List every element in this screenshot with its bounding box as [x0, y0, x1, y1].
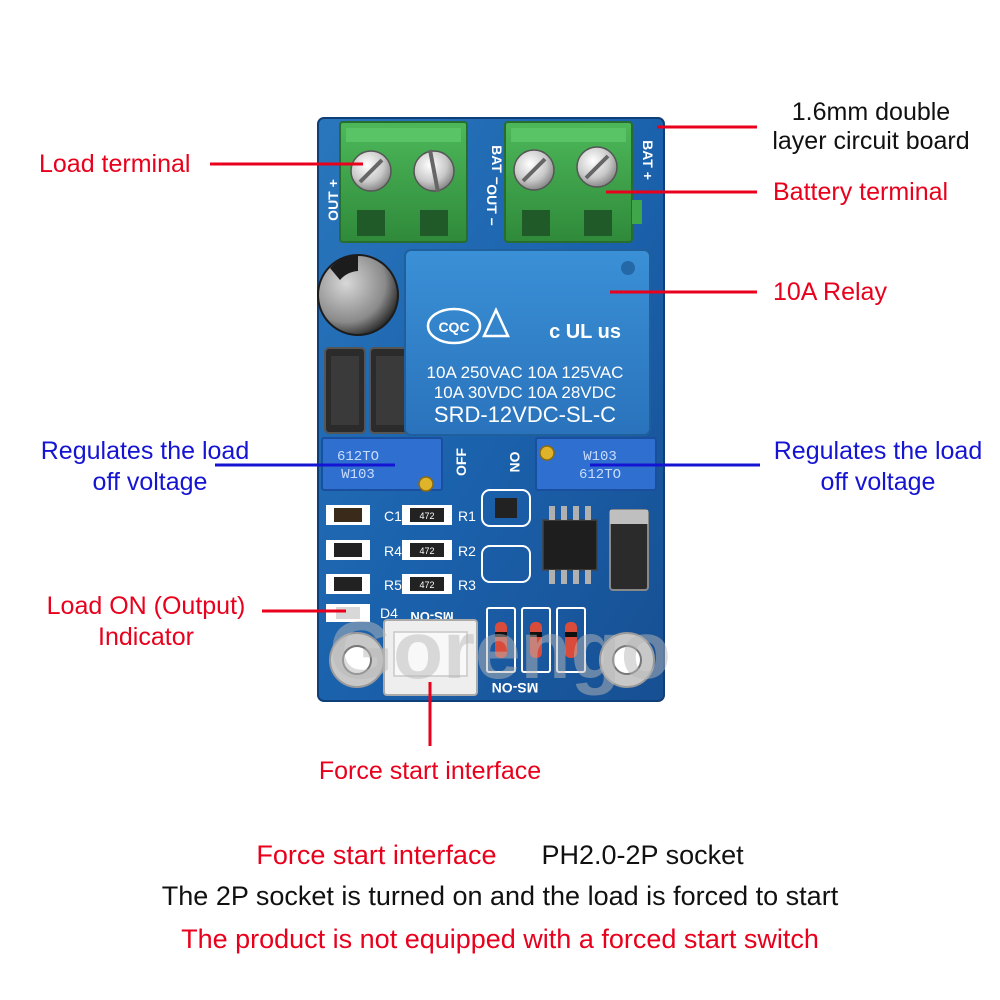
smd-diode-right — [369, 347, 411, 434]
label-force-start: Force start interface — [318, 757, 542, 785]
battery-terminal-block — [504, 121, 642, 243]
load-terminal-block — [339, 121, 468, 243]
silk-off: OFF — [453, 448, 469, 476]
footer-force-start: Force start interface — [256, 840, 497, 870]
silk-r5: R5 — [384, 577, 402, 593]
silk-on: ON — [507, 452, 523, 473]
label-load-on-line1: Load ON (Output) — [46, 592, 246, 620]
label-reg-left-line1: Regulates the load — [40, 437, 250, 465]
transistor-lower — [481, 545, 531, 583]
smd-c1 — [326, 505, 370, 525]
pot-left-code-a: 612TO — [337, 449, 379, 465]
silk-c1: C1 — [384, 508, 402, 524]
smd-diode-left — [324, 347, 366, 434]
smd-r4 — [326, 540, 370, 560]
silk-r4: R4 — [384, 543, 402, 559]
label-board-line1: 1.6mm double — [791, 98, 951, 126]
pot-right-code-b: 612TO — [579, 467, 621, 483]
silk-r1: R1 — [458, 508, 476, 524]
smd-r5 — [326, 574, 370, 594]
diode-1 — [486, 607, 516, 673]
relay-cert-ul: c UL us — [549, 321, 621, 343]
mounting-hole-right — [599, 632, 655, 688]
label-relay: 10A Relay — [773, 278, 887, 306]
label-board-line2: layer circuit board — [772, 127, 970, 155]
silk-r3: R3 — [458, 577, 476, 593]
label-load-terminal: Load terminal — [39, 150, 191, 178]
smd-diode-large — [609, 509, 649, 591]
label-reg-right-line2: off voltage — [820, 468, 936, 496]
smd-r3: 472 — [402, 574, 452, 594]
relay-cert-cqc: CQC — [438, 319, 469, 335]
smd-r2: 472 — [402, 540, 452, 560]
silk-d4: D4 — [380, 605, 398, 621]
relay-rating-line2: 10A 30VDC 10A 28VDC — [434, 383, 616, 402]
smd-r1: 472 — [402, 505, 452, 525]
res-code-r2: 472 — [419, 546, 434, 556]
pot-right-code-a: W103 — [583, 449, 617, 465]
silk-bat-minus: BAT − — [489, 145, 505, 185]
silk-ms-on-bottom: MS-ON — [492, 680, 539, 696]
transistor-upper — [481, 489, 531, 527]
silk-bat-plus: BAT + — [640, 140, 656, 180]
footer-socket-type: PH2.0-2P socket — [541, 840, 744, 870]
relay: CQC c UL us 10A 250VAC 10A 125VAC 10A 30… — [404, 249, 651, 436]
label-reg-left-line2: off voltage — [92, 468, 208, 496]
diode-2 — [521, 607, 551, 673]
footer-line2: The 2P socket is turned on and the load … — [161, 881, 839, 911]
diode-3 — [556, 607, 586, 673]
res-code-r3: 472 — [419, 580, 434, 590]
force-start-socket — [383, 619, 478, 696]
label-battery-terminal: Battery terminal — [773, 178, 949, 206]
silk-r2: R2 — [458, 543, 476, 559]
silk-out-minus: OUT − — [484, 184, 500, 226]
footer-line3: The product is not equipped with a force… — [181, 924, 819, 954]
watermark: Gorengo — [329, 605, 671, 696]
ic-chip — [542, 506, 598, 584]
footer-line1: Force start interface PH2.0-2P socket — [0, 840, 1000, 871]
pot-left-code-b: W103 — [341, 467, 375, 483]
relay-model: SRD-12VDC-SL-C — [434, 402, 616, 427]
res-code-r1: 472 — [419, 511, 434, 521]
callout-lines — [210, 125, 760, 746]
label-reg-right-line1: Regulates the load — [773, 437, 983, 465]
relay-rating-line1: 10A 250VAC 10A 125VAC — [427, 363, 624, 382]
electrolytic-capacitor — [317, 254, 399, 336]
label-load-on-line2: Indicator — [98, 623, 194, 651]
silk-out-plus: OUT + — [325, 179, 341, 221]
